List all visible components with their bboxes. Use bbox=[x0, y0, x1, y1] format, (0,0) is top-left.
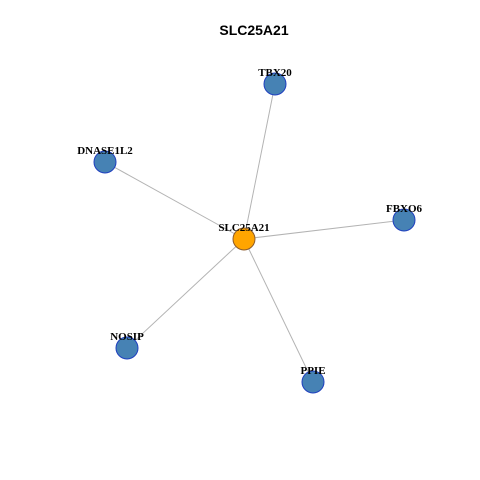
node-dnase1l2[interactable] bbox=[93, 150, 117, 174]
edge-slc25a21-tbx20 bbox=[243, 83, 276, 240]
node-label-slc25a21: SLC25A21 bbox=[218, 222, 269, 234]
node-slc25a21[interactable] bbox=[232, 227, 256, 251]
edge-slc25a21-ppie bbox=[243, 238, 314, 383]
plot-title: SLC25A21 bbox=[219, 22, 288, 38]
node-label-tbx20: TBX20 bbox=[258, 67, 292, 79]
node-fbxo6[interactable] bbox=[392, 208, 416, 232]
node-layer bbox=[93, 72, 416, 394]
edge-slc25a21-nosip bbox=[126, 238, 245, 349]
node-label-nosip: NOSIP bbox=[110, 331, 144, 343]
edge-layer bbox=[104, 83, 405, 383]
node-nosip[interactable] bbox=[115, 336, 139, 360]
node-label-dnase1l2: DNASE1L2 bbox=[77, 145, 133, 157]
node-ppie[interactable] bbox=[301, 370, 325, 394]
node-label-fbxo6: FBXO6 bbox=[386, 203, 423, 215]
edge-slc25a21-fbxo6 bbox=[243, 219, 405, 240]
node-label-ppie: PPIE bbox=[300, 365, 325, 377]
node-tbx20[interactable] bbox=[263, 72, 287, 96]
edge-slc25a21-dnase1l2 bbox=[104, 161, 245, 240]
